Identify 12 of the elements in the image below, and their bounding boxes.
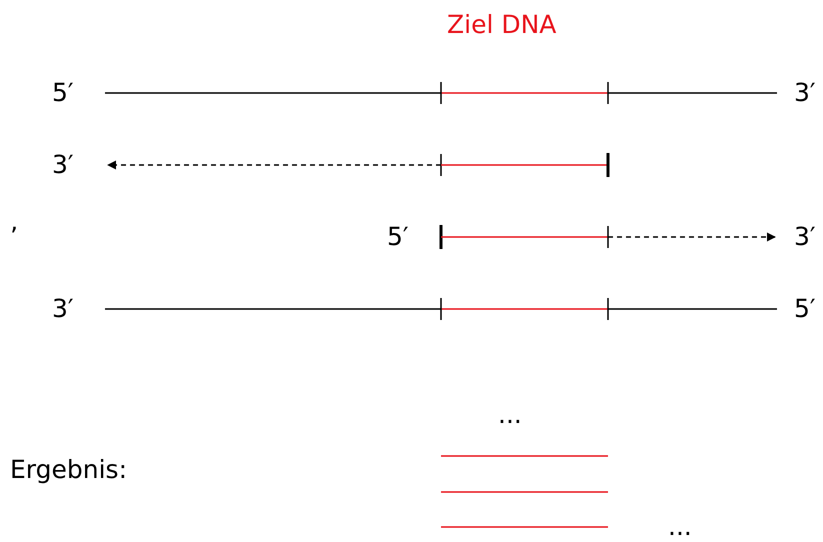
strand-end-label: 5′: [794, 294, 816, 324]
strand-end-label: 5′: [387, 222, 409, 252]
strand-end-label: 5′: [52, 78, 74, 108]
ellipsis: ...: [668, 512, 692, 542]
strand-end-label: 3′: [794, 222, 816, 252]
strand-end-label: 3′: [52, 294, 74, 324]
strand-end-label: 3′: [794, 78, 816, 108]
ellipsis: ...: [498, 400, 522, 430]
target-label: Ziel DNA: [447, 10, 556, 40]
result-label: Ergebnis:: [10, 455, 127, 485]
prime-mark: ’: [10, 222, 18, 252]
strand-end-label: 3′: [52, 150, 74, 180]
